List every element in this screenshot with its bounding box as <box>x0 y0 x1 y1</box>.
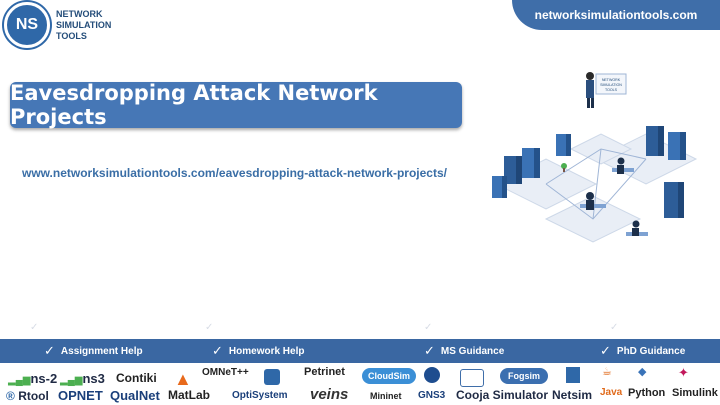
server-racks <box>492 126 686 218</box>
tool-veins[interactable]: veins <box>310 386 349 403</box>
tool-matlab[interactable]: MatLab <box>168 388 210 402</box>
logo-line-3: TOOLS <box>56 30 87 41</box>
homework-help-link[interactable]: ✓ Homework Help <box>212 339 304 363</box>
tool-petrinet[interactable]: Petrinet <box>304 366 345 378</box>
tool-optisystem[interactable]: OptiSystem <box>232 390 288 401</box>
tool-netsim[interactable]: Netsim <box>552 388 593 402</box>
tool-opnet[interactable]: OPNET <box>58 388 103 403</box>
tool-cooja[interactable]: Cooja Simulator <box>456 388 549 402</box>
presenter-board: NETWORK SIMULATION TOOLS <box>586 72 627 108</box>
tools-strip: ▂▄▆ns-2 ▂▄▆ns3 Contiki ▲ OMNeT++ Petrine… <box>0 363 720 405</box>
tool-cloudsim[interactable]: CloudSim <box>362 368 416 384</box>
opti-icon <box>264 369 280 385</box>
gns3-icon <box>424 367 440 383</box>
tool-qualnet[interactable]: QualNet <box>110 388 160 403</box>
logo-line-1: NETWORK <box>56 8 103 19</box>
network-illustration: NETWORK SIMULATION TOOLS <box>492 72 698 243</box>
check-icon: ✓ <box>600 343 611 358</box>
netsim-icon <box>566 367 580 383</box>
check-icon: ✓ <box>44 343 55 358</box>
board-line-3: TOOLS <box>605 88 618 92</box>
help-label: MS Guidance <box>440 345 505 357</box>
ghost-check-2: ✓ <box>205 322 214 333</box>
board-line-2: SIMULATION <box>600 83 622 87</box>
tool-rtool[interactable]: ® Rtool <box>6 389 49 403</box>
signal-icon: ▂▄▆ <box>8 375 31 386</box>
tool-gns3[interactable]: GNS3 <box>418 390 446 401</box>
page-url[interactable]: www.networksimulationtools.com/eavesdrop… <box>22 166 447 180</box>
simulink-icon: ✦ <box>678 365 689 380</box>
site-link[interactable]: networksimulationtools.com <box>512 0 720 30</box>
tool-mininet[interactable]: Mininet <box>370 391 402 401</box>
r-icon: ® <box>6 389 15 403</box>
board-line-1: NETWORK <box>602 78 621 82</box>
ms-guidance-link[interactable]: ✓ MS Guidance <box>424 339 504 363</box>
server-rack <box>664 182 684 218</box>
phd-guidance-link[interactable]: ✓ PhD Guidance <box>600 339 685 363</box>
plant-icon <box>561 163 567 172</box>
tool-simulink[interactable]: Simulink <box>672 387 718 399</box>
signal-icon: ▂▄▆ <box>60 375 83 386</box>
tool-ns3[interactable]: ▂▄▆ns3 <box>60 371 105 386</box>
help-label: Homework Help <box>228 345 305 357</box>
logo-badge: NS <box>4 2 50 48</box>
logo-line-2: SIMULATION <box>56 19 112 30</box>
network-graph-icon <box>460 369 484 387</box>
tool-contiki[interactable]: Contiki <box>116 371 157 385</box>
check-icon: ✓ <box>424 343 435 358</box>
tool-ns2[interactable]: ▂▄▆ns-2 <box>8 371 58 386</box>
ghost-check-3: ✓ <box>424 322 433 333</box>
tool-fogsim[interactable]: Fogsim <box>500 368 549 384</box>
ghost-check-4: ✓ <box>610 322 619 333</box>
server-rack <box>556 134 571 156</box>
tool-java[interactable]: Java <box>600 387 623 398</box>
assignment-help-link[interactable]: ✓ Assignment Help <box>44 339 143 363</box>
check-icon: ✓ <box>212 343 223 358</box>
python-icon: ◆ <box>638 366 647 378</box>
matlab-icon: ▲ <box>174 369 192 389</box>
desk-workers <box>580 157 648 236</box>
help-bar: ✓ Assignment Help ✓ Homework Help ✓ MS G… <box>0 339 720 363</box>
page-title: Eavesdropping Attack Network Projects <box>10 81 462 129</box>
logo-text: NETWORK SIMULATION TOOLS <box>56 9 136 42</box>
java-icon: ☕ <box>602 366 612 378</box>
brand-logo[interactable]: NS NETWORK SIMULATION TOOLS <box>4 2 136 48</box>
tool-omnet[interactable]: OMNeT++ <box>202 367 249 378</box>
server-rack <box>646 126 686 160</box>
help-label: PhD Guidance <box>616 345 686 357</box>
help-label: Assignment Help <box>60 345 143 357</box>
server-rack <box>492 176 507 198</box>
ghost-check-1: ✓ <box>30 322 39 333</box>
tool-python[interactable]: Python <box>628 387 666 399</box>
